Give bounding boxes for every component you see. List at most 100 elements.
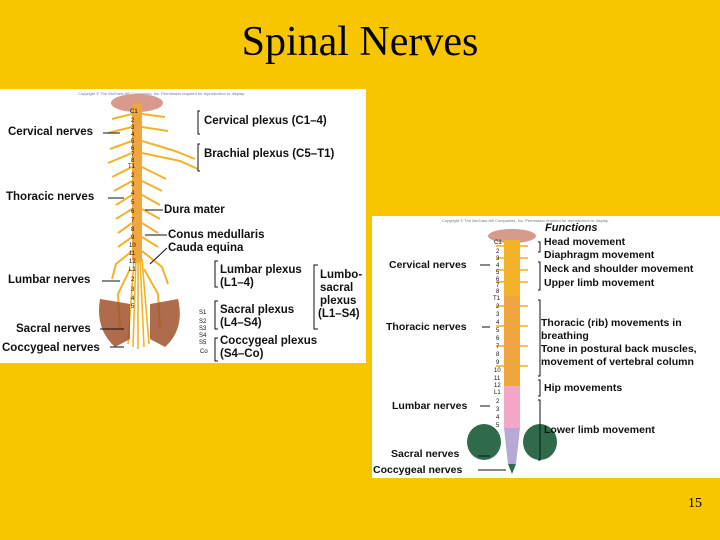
- left-hip-shape: [467, 424, 501, 460]
- function-diaphragm-movement: Diaphragm movement: [544, 249, 655, 261]
- vertebra-s3: S3: [199, 326, 207, 332]
- vertebra-t5: 5: [131, 200, 135, 206]
- thoracic-segment-shape: [504, 296, 520, 386]
- sacral-segment-shape: [504, 428, 520, 464]
- label-lumbar-nerves: Lumbar nerves: [8, 274, 91, 286]
- vertebra-t1: T1: [128, 164, 136, 170]
- vertebra-c2: 2: [131, 118, 135, 124]
- function-head-movement: Head movement: [544, 236, 626, 248]
- vertebra-l5: 5: [131, 304, 135, 310]
- vertebra-t2: 2: [496, 304, 500, 310]
- function-lower-limb-movement: Lower limb movement: [544, 424, 655, 436]
- vertebra-s5: S5: [199, 340, 207, 346]
- vertebra-t1: T1: [493, 296, 501, 302]
- label-brachial-plexus: Brachial plexus (C5–T1): [204, 148, 335, 160]
- vertebra-l2: 2: [131, 277, 135, 283]
- label-lumbosacral-range: (L1–S4): [318, 308, 360, 320]
- vertebra-t9: 9: [496, 360, 500, 366]
- vertebra-c4: 4: [496, 263, 500, 269]
- cervical-segment-shape: [504, 240, 520, 296]
- vertebra-t8: 8: [496, 352, 500, 358]
- spinal-nerves-functions-figure: Copyright © The McGraw-Hill Companies, I…: [372, 216, 720, 478]
- slide-number: 15: [688, 496, 702, 511]
- vertebra-c6: 6: [496, 277, 500, 283]
- vertebra-c1: C1: [130, 109, 138, 115]
- functions-heading: Functions: [545, 222, 598, 234]
- vertebra-s2: S2: [199, 319, 207, 325]
- label-coccygeal-plexus: Coccygeal plexus: [220, 335, 318, 347]
- vertebra-t9: 9: [131, 235, 135, 241]
- vertebra-t5: 5: [496, 328, 500, 334]
- vertebra-c2: 2: [496, 249, 500, 255]
- spinal-nerves-plexus-figure: Copyright © The McGraw-Hill Companies, I…: [0, 89, 366, 363]
- vertebra-t3: 3: [496, 312, 500, 318]
- label-lumbosacral-2: sacral: [320, 282, 354, 294]
- vertebra-c4: 4: [131, 132, 135, 138]
- label-conus-medullaris: Conus medullaris: [168, 229, 265, 241]
- label-lumbosacral-1: Lumbo-: [320, 269, 363, 281]
- spinal-cord-shape: [132, 103, 142, 263]
- vertebra-c8: 8: [496, 289, 500, 295]
- vertebra-t10: 10: [494, 368, 501, 374]
- vertebra-c6: 6: [131, 146, 135, 152]
- vertebra-t2: 2: [131, 173, 135, 179]
- vertebra-c5: 5: [496, 270, 500, 276]
- copyright-notice: Copyright © The McGraw-Hill Companies, I…: [442, 218, 609, 223]
- label-coccygeal-nerves: Coccygeal nerves: [373, 464, 463, 476]
- vertebra-l4: 4: [496, 415, 500, 421]
- vertebra-t6: 6: [131, 209, 135, 215]
- vertebra-c3: 3: [496, 256, 500, 262]
- function-thoracic-breathing-1: Thoracic (rib) movements in: [541, 317, 682, 329]
- vertebra-t12: 12: [494, 383, 501, 389]
- function-upper-limb-movement: Upper limb movement: [544, 277, 655, 289]
- label-lumbar-plexus: Lumbar plexus: [220, 264, 302, 276]
- label-sacral-nerves: Sacral nerves: [16, 323, 91, 335]
- vertebra-s1: S1: [199, 310, 207, 316]
- left-pelvis-shape: [99, 299, 130, 347]
- vertebra-t11: 11: [494, 376, 501, 382]
- function-postural-tone-2: movement of vertebral column: [541, 356, 694, 368]
- vertebra-t12: 12: [129, 259, 136, 265]
- label-thoracic-nerves: Thoracic nerves: [6, 191, 95, 203]
- vertebra-t6: 6: [496, 336, 500, 342]
- label-lumbar-nerves: Lumbar nerves: [392, 400, 468, 412]
- vertebra-l3: 3: [131, 287, 135, 293]
- label-leader-lines: [100, 110, 318, 362]
- label-sacral-plexus: Sacral plexus: [220, 304, 295, 316]
- lumbar-segment-shape: [504, 386, 520, 428]
- vertebra-c1: C1: [494, 240, 502, 246]
- copyright-notice: Copyright © The McGraw-Hill Companies, I…: [78, 91, 245, 96]
- label-leader-lines: [478, 241, 541, 471]
- vertebra-t7: 7: [496, 344, 500, 350]
- vertebra-t11: 11: [129, 251, 136, 257]
- label-sacral-plexus-range: (L4–S4): [220, 317, 262, 329]
- vertebra-s4: S4: [199, 333, 207, 339]
- coccyx-shape: [508, 464, 516, 474]
- vertebra-l2: 2: [496, 399, 500, 405]
- vertebra-c7: 7: [496, 283, 500, 289]
- vertebra-t10: 10: [129, 243, 136, 249]
- label-sacral-nerves: Sacral nerves: [391, 448, 460, 460]
- vertebra-l5: 5: [496, 423, 500, 429]
- function-hip-movements: Hip movements: [544, 382, 623, 394]
- vertebra-co: Co: [200, 349, 208, 355]
- vertebra-l1: L1: [494, 390, 501, 396]
- label-cervical-plexus: Cervical plexus (C1–4): [204, 115, 327, 127]
- label-lumbosacral-3: plexus: [320, 295, 357, 307]
- label-coccygeal-nerves: Coccygeal nerves: [2, 342, 100, 354]
- label-cervical-nerves: Cervical nerves: [389, 259, 467, 271]
- right-pelvis-shape: [150, 299, 180, 347]
- function-thoracic-breathing-2: breathing: [541, 330, 589, 342]
- vertebra-c5: 5: [131, 139, 135, 145]
- brain-base-shape: [488, 229, 536, 243]
- function-postural-tone-1: Tone in postural back muscles,: [541, 343, 697, 355]
- label-dura-mater: Dura mater: [164, 204, 225, 216]
- spinal-plexus-illustration: [99, 94, 318, 362]
- vertebra-c7: 7: [131, 152, 135, 158]
- label-thoracic-nerves: Thoracic nerves: [386, 321, 467, 333]
- vertebra-t8: 8: [131, 227, 135, 233]
- label-cervical-nerves: Cervical nerves: [8, 126, 94, 138]
- function-neck-shoulder-movement: Neck and shoulder movement: [544, 263, 694, 275]
- vertebra-l1: L1: [129, 267, 136, 273]
- vertebra-t4: 4: [496, 320, 500, 326]
